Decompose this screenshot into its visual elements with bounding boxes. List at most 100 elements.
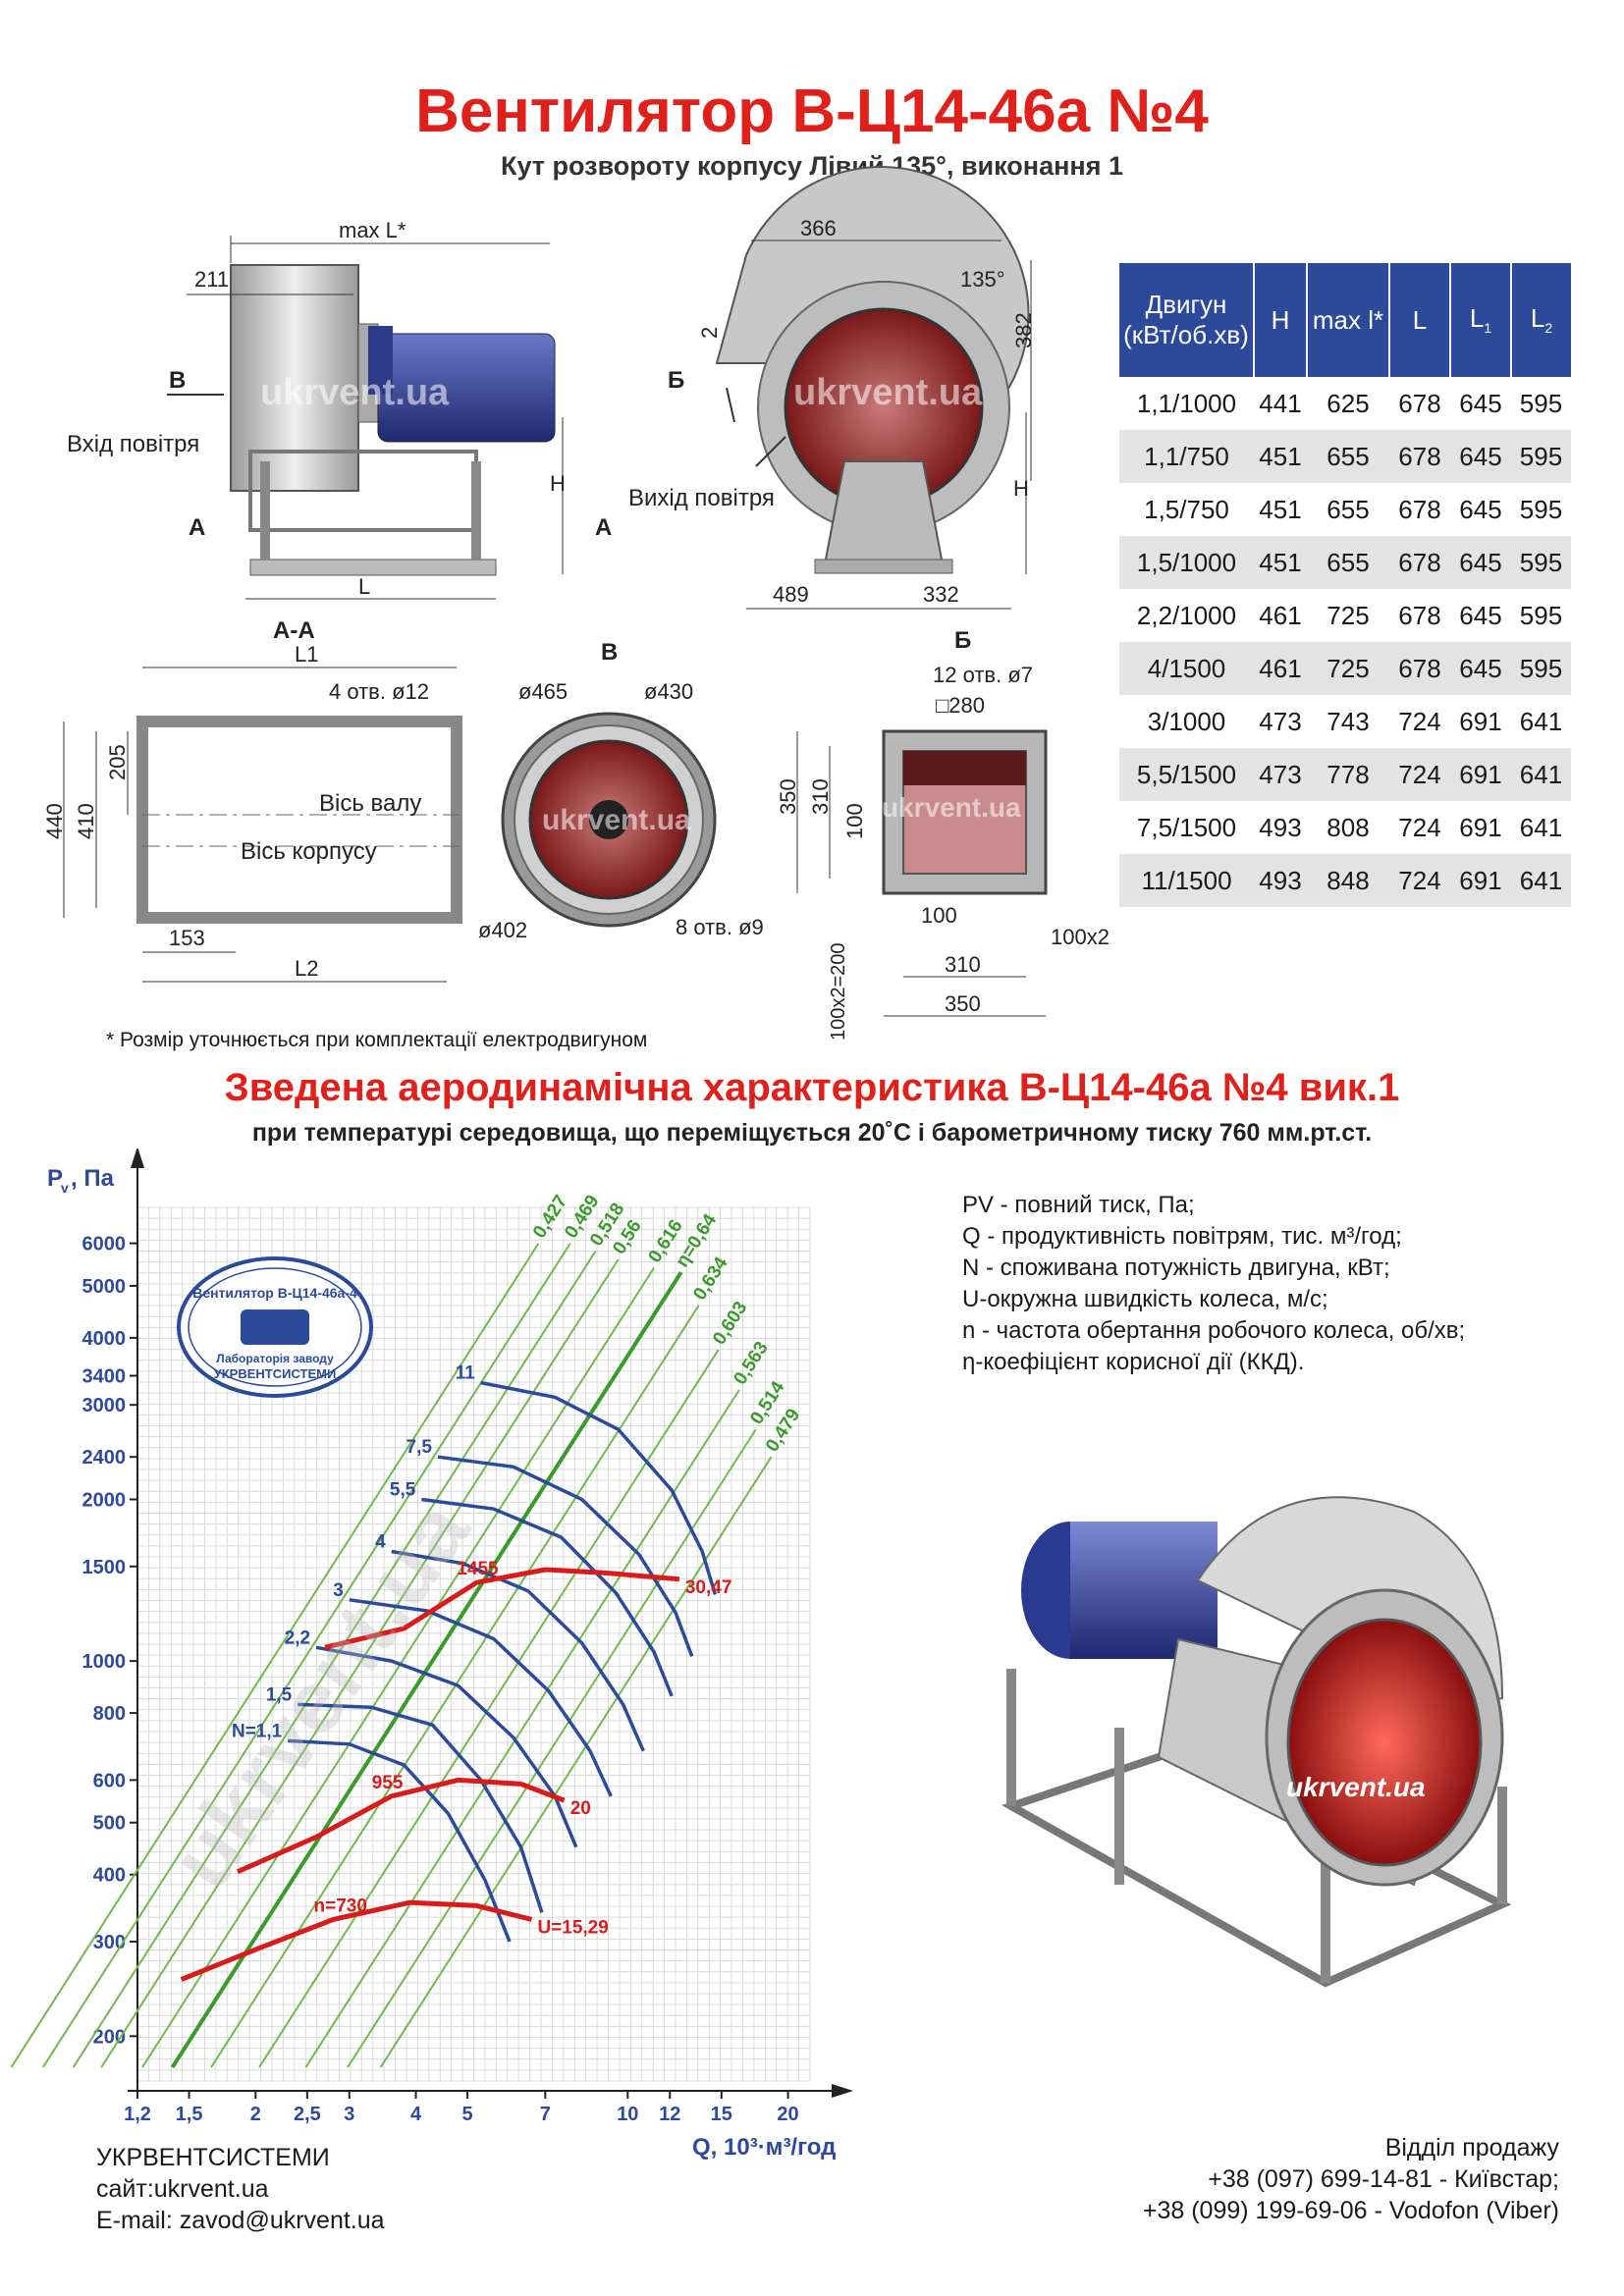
efficiency-line (10, 1243, 540, 2068)
table-cell: 461 (1254, 642, 1307, 695)
header-l: L (1389, 263, 1451, 377)
x-axis-arrow (832, 2084, 853, 2098)
dim-l-side: L (358, 574, 370, 599)
header-l2: L2 (1511, 263, 1571, 377)
x-tick-label: 15 (711, 2104, 732, 2125)
speed-curve-end-label: 20 (570, 1798, 591, 1819)
inlet-label: Вхід повітря (67, 431, 199, 457)
efficiency-label: 0,563 (730, 1338, 772, 1388)
power-curve-label: 2,2 (285, 1628, 310, 1648)
watermark: ukrvent.ua (793, 372, 983, 413)
dim-12-holes: 12 отв. ø7 (933, 663, 1033, 687)
dim-205: 205 (105, 744, 130, 780)
y-tick-label: 5000 (82, 1276, 127, 1298)
dim-135: 135° (960, 267, 1005, 292)
y-tick-label: 800 (93, 1703, 126, 1725)
table-cell: 725 (1307, 642, 1389, 695)
dim-2: 2 (697, 327, 722, 339)
speed-curve-end-label: U=15,29 (537, 1917, 608, 1938)
table-cell: 5,5/1500 (1119, 748, 1254, 801)
x-tick-label: 7 (540, 2104, 551, 2125)
dim-211: 211 (194, 267, 229, 292)
dim-310-v: 310 (808, 778, 833, 815)
table-cell: 11/1500 (1119, 854, 1254, 907)
y-tick-label: 2000 (82, 1490, 127, 1512)
y-axis-label-sub: v (61, 1180, 69, 1196)
efficiency-line (304, 1389, 740, 2068)
chart-section-title: Зведена аеродинамічна характеристика В-Ц… (224, 1066, 1400, 1109)
dim-h-front: Н (1013, 476, 1029, 501)
dim-332: 332 (923, 582, 959, 607)
y-tick-label: 400 (93, 1865, 126, 1887)
table-cell: 451 (1254, 536, 1307, 589)
efficiency-label: 0,634 (689, 1254, 732, 1305)
table-cell: 678 (1389, 430, 1450, 483)
efficiency-line (258, 1349, 720, 2068)
table-cell: 691 (1450, 748, 1511, 801)
power-curve-label: N=1,1 (232, 1721, 283, 1741)
email-link[interactable]: E-mail: zavod@ukrvent.ua (96, 2207, 385, 2234)
badge-line3: УКРВЕНТСИСТЕМИ (214, 1366, 337, 1381)
x-tick-label: 2 (250, 2104, 261, 2125)
table-cell: 1,5/1000 (1119, 536, 1254, 589)
power-curve-label: 11 (456, 1363, 476, 1384)
table-cell: 595 (1511, 430, 1571, 483)
table-cell: 641 (1519, 812, 1563, 842)
speed-curve-label: n=730 (314, 1896, 367, 1916)
efficiency-line (347, 1428, 757, 2068)
legend-item: η-коефіцієнт корисної дії (ККД). (962, 1349, 1305, 1375)
lab-badge-ring (188, 1267, 362, 1387)
x-tick-label: 12 (659, 2104, 680, 2125)
table-cell: 691 (1450, 854, 1511, 907)
watermark: ukrvent.ua (542, 804, 691, 836)
power-curve-label: 4 (375, 1531, 386, 1552)
x-tick-label: 20 (777, 2104, 798, 2125)
phone-kyivstar[interactable]: +38 (097) 699-14-81 - Київстар; (1208, 2165, 1559, 2193)
legend-item: Q - продуктивність повітрям, тис. м³/год… (962, 1223, 1402, 1250)
table-cell: 641 (1511, 854, 1571, 907)
y-tick-label: 500 (93, 1813, 126, 1835)
dim-max-l: max L* (339, 218, 406, 242)
table-cell: 655 (1307, 536, 1389, 589)
dim-366: 366 (800, 216, 837, 240)
phone-vodafone[interactable]: +38 (099) 199-69-06 - Vodofon (Viber) (1142, 2197, 1559, 2224)
table-cell: 473 (1259, 706, 1302, 736)
table-cell: 691 (1459, 812, 1502, 842)
dim-350-v: 350 (776, 778, 800, 815)
dim-489: 489 (773, 582, 809, 607)
site-link[interactable]: сайт:ukrvent.ua (96, 2175, 269, 2203)
x-tick-label: 1,5 (176, 2104, 203, 2125)
header-h: Н (1254, 263, 1308, 377)
table-cell: 725 (1326, 600, 1370, 630)
page-title: Вентилятор В-Ц14-46а №4 (415, 78, 1209, 145)
legend-item: N - споживана потужність двигуна, кВт; (962, 1255, 1390, 1281)
section-b-label: В (169, 367, 186, 394)
y-tick-label: 6000 (82, 1234, 127, 1255)
power-curve (315, 1645, 578, 1848)
efficiency-line (141, 1267, 655, 2068)
table-cell: 451 (1254, 430, 1307, 483)
speed-curve-end-label: 30,47 (685, 1577, 732, 1598)
power-curve (298, 1702, 544, 1913)
power-curve (437, 1455, 694, 1658)
badge-line1: Вентилятор В-Ц14-46а-4 (192, 1285, 357, 1301)
dim-d465: ø465 (518, 679, 568, 704)
dim-440: 440 (42, 803, 67, 839)
table-cell: 678 (1389, 536, 1450, 589)
front-view: ukrvent.ua 366 135° 2 382 Б Вихід повітр… (628, 166, 1036, 610)
watermark: ukrvent.ua (260, 372, 450, 413)
power-curve (421, 1497, 674, 1697)
dim-d430: ø430 (644, 679, 693, 704)
table-cell: 1,1/1000 (1136, 388, 1237, 418)
table-cell: 595 (1519, 494, 1563, 524)
table-cell: 678 (1389, 642, 1450, 695)
efficiency-line (210, 1305, 700, 2068)
x-tick-label: 4 (410, 2104, 422, 2125)
